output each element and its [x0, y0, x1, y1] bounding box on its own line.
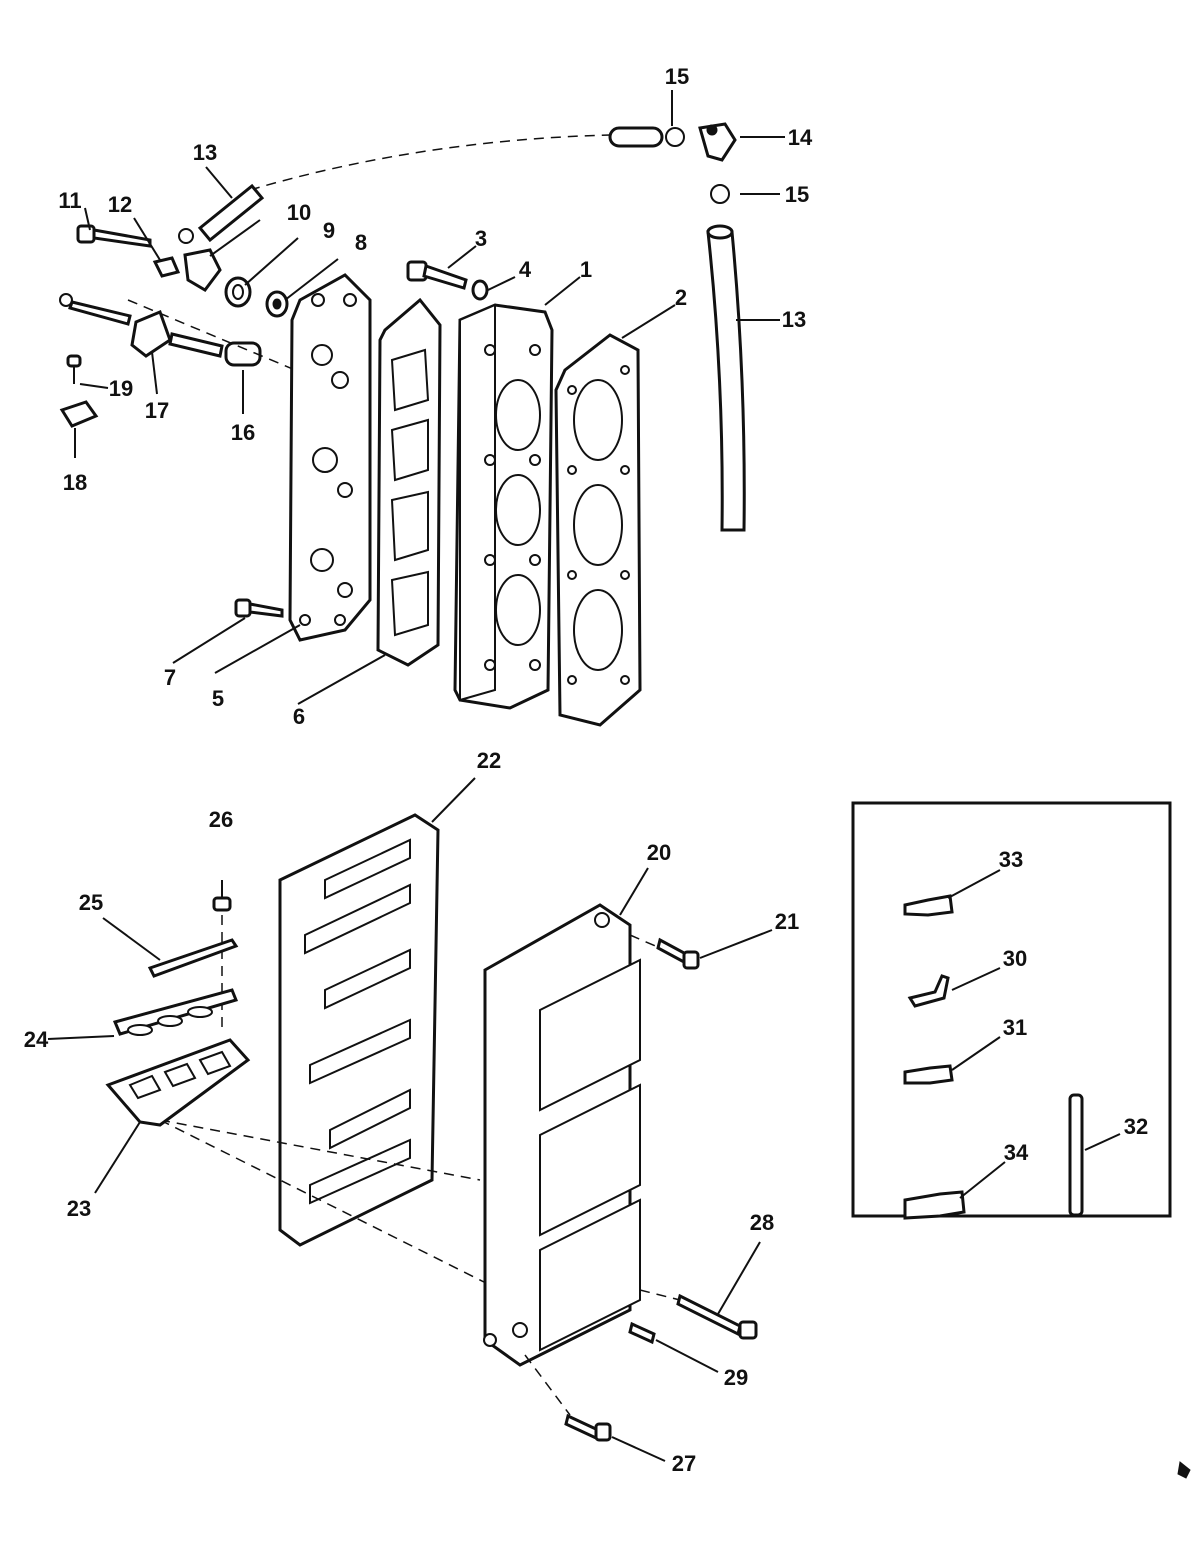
bolt-28 — [639, 1289, 758, 1340]
cylinder-head-cover — [288, 273, 372, 642]
callout-3: 3 — [475, 226, 487, 251]
callout-19: 19 — [109, 376, 133, 401]
callout-32: 32 — [1124, 1114, 1148, 1139]
fitting-33 — [903, 894, 954, 917]
callout-24: 24 — [24, 1027, 49, 1052]
callout-33: 33 — [999, 847, 1023, 872]
callout-23: 23 — [67, 1196, 91, 1221]
callout-15b: 15 — [785, 182, 809, 207]
corner-mark — [1177, 1461, 1191, 1479]
reed-stop — [147, 938, 239, 978]
intake-manifold — [483, 903, 641, 1367]
callout-8: 8 — [355, 230, 367, 255]
callout-6: 6 — [293, 704, 305, 729]
callout-25: 25 — [79, 890, 103, 915]
callout-7: 7 — [164, 665, 176, 690]
callout-12: 12 — [108, 192, 132, 217]
hose-routing-line — [249, 134, 611, 191]
reed-block — [105, 1038, 251, 1127]
cover-gasket — [376, 297, 442, 667]
callout-9: 9 — [323, 218, 335, 243]
callout-21: 21 — [775, 909, 799, 934]
fitting-12 — [152, 256, 181, 278]
callout-13a: 13 — [193, 140, 217, 165]
bolt-21 — [629, 934, 700, 970]
callout-labels: 1 2 3 4 5 6 7 8 9 10 11 12 13 13 14 15 1… — [24, 64, 1148, 1476]
head-bolt — [406, 260, 468, 290]
cylinder-head — [453, 303, 554, 710]
poppet-assembly — [59, 293, 301, 373]
bolt-7 — [234, 598, 284, 618]
callout-17: 17 — [145, 398, 169, 423]
tube-32 — [1068, 1093, 1084, 1217]
dowel-pin — [628, 1321, 656, 1345]
leader-lines — [47, 90, 1121, 1462]
callout-18: 18 — [63, 470, 87, 495]
thermostat-housing — [178, 228, 222, 292]
hose-short — [197, 183, 265, 243]
clip-18 — [59, 400, 99, 428]
callout-2: 2 — [675, 285, 687, 310]
callout-5: 5 — [212, 686, 224, 711]
callout-15a: 15 — [665, 64, 689, 89]
callout-31: 31 — [1003, 1015, 1027, 1040]
screw-19 — [66, 354, 82, 384]
elbow-fitting — [698, 122, 737, 162]
callout-28: 28 — [750, 1210, 774, 1235]
head-washer — [471, 279, 489, 301]
callout-4: 4 — [519, 257, 532, 282]
callout-34: 34 — [1004, 1140, 1029, 1165]
callout-27: 27 — [672, 1451, 696, 1476]
callout-16: 16 — [231, 420, 255, 445]
head-gasket — [554, 333, 642, 727]
screw-26 — [212, 880, 232, 912]
callout-30: 30 — [1003, 946, 1027, 971]
thermostat — [224, 276, 252, 308]
callout-22: 22 — [477, 748, 501, 773]
hose-long — [706, 224, 746, 532]
callout-1: 1 — [580, 257, 592, 282]
fitting-34 — [903, 1190, 966, 1220]
callout-13b: 13 — [782, 307, 806, 332]
fittings-inset-box — [851, 801, 1172, 1218]
reed-block-gasket — [278, 813, 440, 1247]
screw-27 — [524, 1354, 612, 1442]
fitting-31 — [903, 1064, 954, 1085]
grommet — [265, 290, 289, 318]
hose-segment-top — [608, 126, 685, 148]
clamp-right — [710, 184, 730, 204]
fitting-30 — [907, 974, 950, 1008]
callout-26: 26 — [209, 807, 233, 832]
alignment-line-a — [159, 1119, 481, 1181]
callout-11: 11 — [58, 188, 81, 213]
reed-petals — [112, 988, 239, 1036]
callout-20: 20 — [647, 840, 671, 865]
callout-14: 14 — [788, 125, 813, 150]
callout-29: 29 — [724, 1365, 748, 1390]
callout-10: 10 — [287, 200, 311, 225]
